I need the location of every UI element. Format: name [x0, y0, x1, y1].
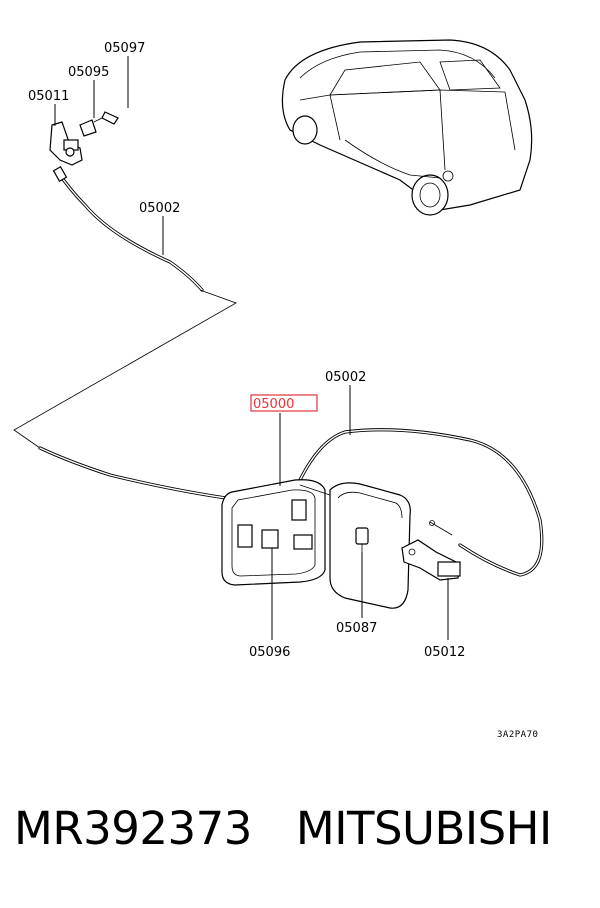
lower-cable [38, 446, 242, 502]
release-lever-assembly [49, 111, 119, 166]
callout-05012: 05012 [424, 645, 465, 660]
opener-actuator [401, 539, 461, 581]
callout-05096: 05096 [249, 645, 290, 660]
callout-05097: 05097 [104, 41, 145, 56]
diagram-code: 3A2PA70 [497, 730, 538, 740]
callout-05002-upper: 05002 [139, 201, 180, 216]
fuel-lid-housing [221, 479, 335, 586]
break-lines [13, 289, 237, 449]
fuel-lid-door [329, 482, 411, 609]
callout-05011: 05011 [28, 89, 69, 104]
opener-cable [298, 428, 544, 577]
brand-name: MITSUBISHI [295, 802, 552, 855]
callout-05002-lower: 05002 [325, 370, 366, 385]
vehicle-outline [281, 39, 533, 216]
highlight-box [250, 394, 318, 412]
clip-05087 [355, 527, 369, 552]
callout-05087: 05087 [336, 621, 377, 636]
part-number: MR392373 [14, 802, 252, 855]
caption: MR392373 MITSUBISHI [14, 802, 594, 855]
upper-cable [52, 165, 204, 292]
callout-05000: 05000 [253, 397, 294, 412]
leader-lines [54, 56, 449, 640]
callout-05095: 05095 [68, 65, 109, 80]
